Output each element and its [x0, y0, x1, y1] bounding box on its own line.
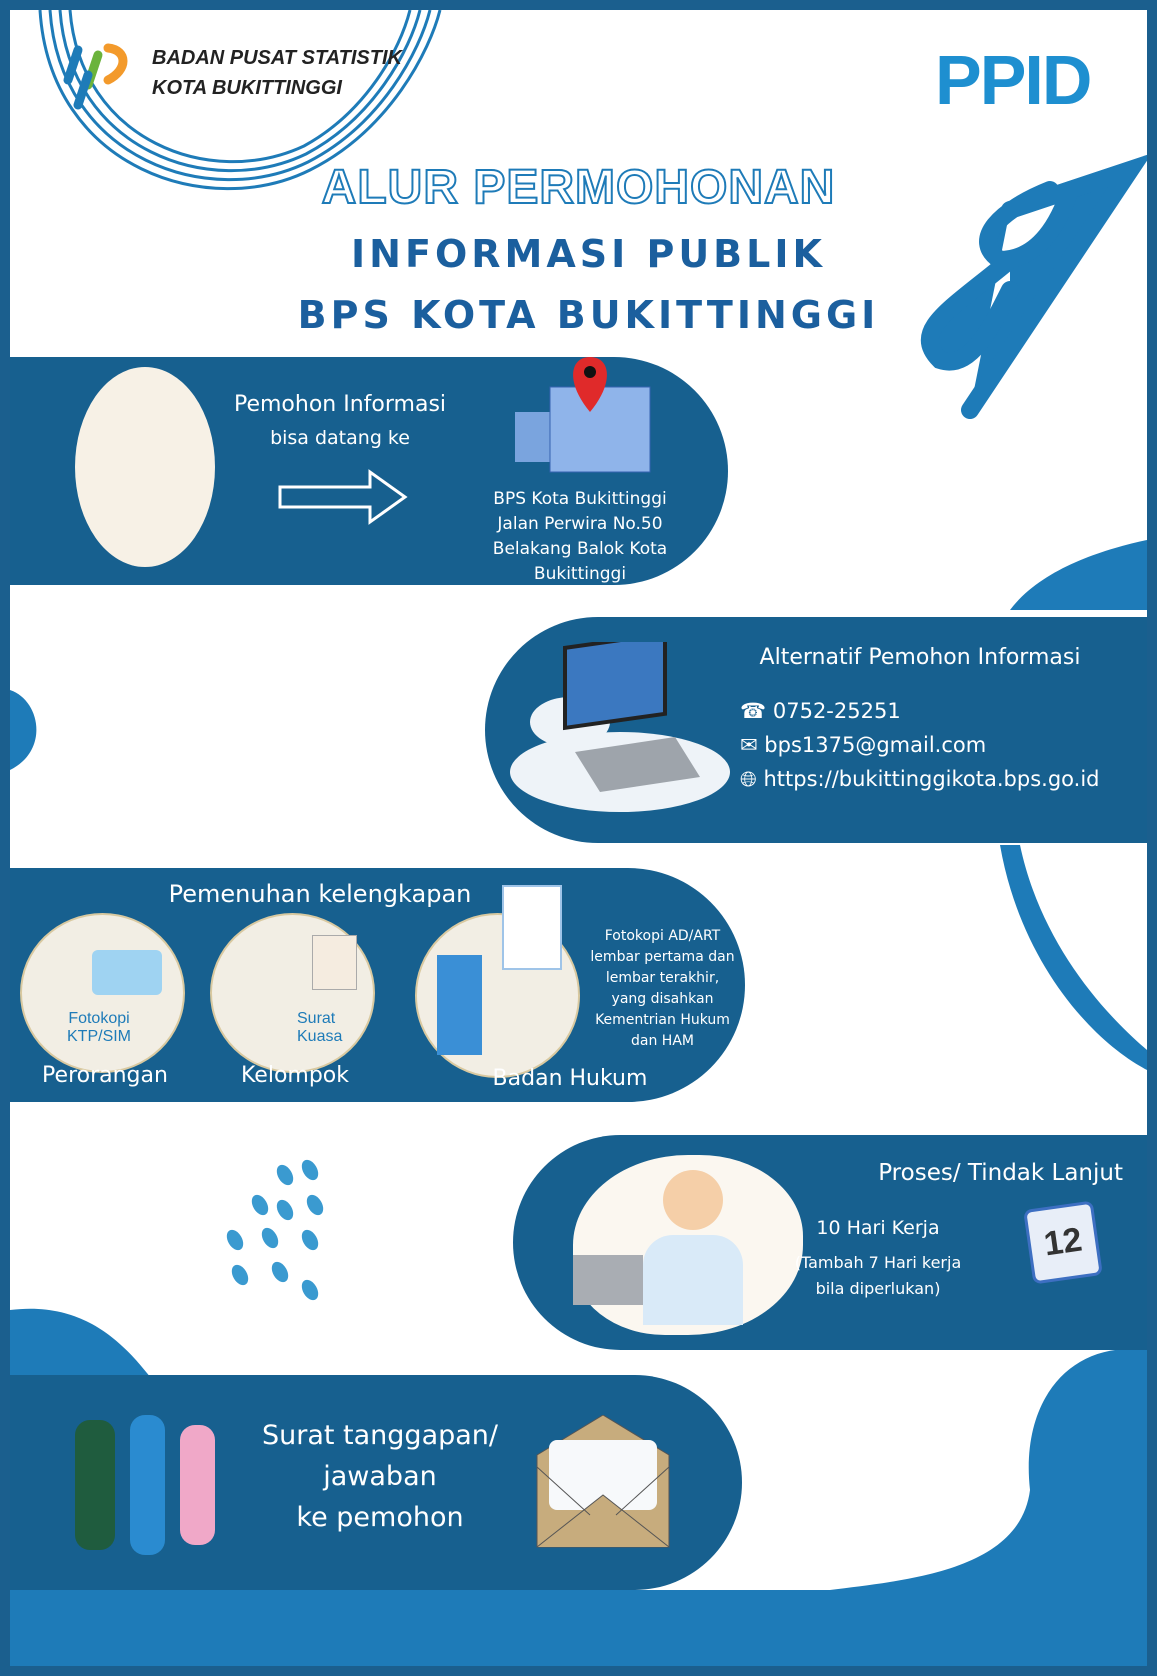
calendar-icon: 12	[1023, 1200, 1103, 1285]
globe-icon: 🌐︎	[740, 767, 757, 791]
office-worker-illustration	[573, 1155, 803, 1335]
envelope-icon	[536, 1415, 670, 1548]
ppid-logo: PPID	[935, 41, 1092, 119]
decorative-background	[10, 10, 1147, 1666]
laptop-cloud-illustration	[510, 642, 730, 812]
person-head	[663, 1170, 723, 1230]
id-card-icon	[92, 950, 162, 995]
processing-days: 10 Hari Kerja	[816, 1217, 940, 1239]
step3-heading: Pemenuhan kelengkapan	[168, 880, 472, 908]
subtitle-2: BPS KOTA BUKITTINGGI	[297, 293, 880, 337]
people-walking-illustration	[75, 367, 215, 567]
org-name-line2: KOTA BUKITTINGGI	[152, 77, 342, 99]
step-alternative-contact: Alternatif Pemohon Informasi ☎ 0752-2525…	[485, 617, 1147, 843]
email-row: ✉ bps1375@gmail.com	[740, 728, 1099, 762]
building-location-icon	[515, 357, 651, 473]
paper-icon	[502, 885, 562, 970]
bps-logo	[58, 40, 138, 115]
step2-heading: Alternatif Pemohon Informasi	[759, 645, 1081, 670]
step1-heading: Pemohon Informasi	[233, 392, 447, 417]
page-title: ALUR PERMOHONAN	[321, 160, 836, 215]
step1-subheading: bisa datang ke	[270, 427, 410, 449]
phone-row: ☎ 0752-25251	[740, 694, 1099, 728]
step-visit-office: Pemohon Informasi bisa datang ke BPS Kot…	[10, 357, 728, 585]
step4-heading: Proses/ Tindak Lanjut	[878, 1160, 1123, 1186]
arrow-right-icon	[278, 469, 408, 525]
org-name-line1: BADAN PUSAT STATISTIK	[152, 47, 402, 69]
subtitle-1: INFORMASI PUBLIK	[351, 232, 826, 276]
perorangan-label: Perorangan	[42, 1063, 168, 1088]
three-people-illustration	[65, 1390, 230, 1565]
email-address[interactable]: bps1375@gmail.com	[764, 733, 987, 757]
badan-hukum-illustration	[415, 885, 580, 1078]
laptop-icon	[573, 1255, 643, 1305]
infographic: BADAN PUSAT STATISTIK KOTA BUKITTINGGI P…	[10, 10, 1147, 1666]
phone-number[interactable]: 0752-25251	[772, 699, 901, 723]
mail-icon: ✉	[740, 733, 758, 757]
website-row: 🌐︎ https://bukittinggikota.bps.go.id	[740, 762, 1099, 796]
person-body	[643, 1235, 743, 1325]
office-building-icon	[437, 955, 482, 1055]
badan-hukum-label: Badan Hukum	[492, 1066, 648, 1091]
document-icon	[312, 935, 357, 990]
website-link[interactable]: https://bukittinggikota.bps.go.id	[763, 767, 1100, 791]
step-process: Proses/ Tindak Lanjut 10 Hari Kerja (Tam…	[513, 1135, 1147, 1350]
phone-icon: ☎	[740, 699, 767, 723]
kelompok-label: Kelompok	[240, 1063, 350, 1088]
